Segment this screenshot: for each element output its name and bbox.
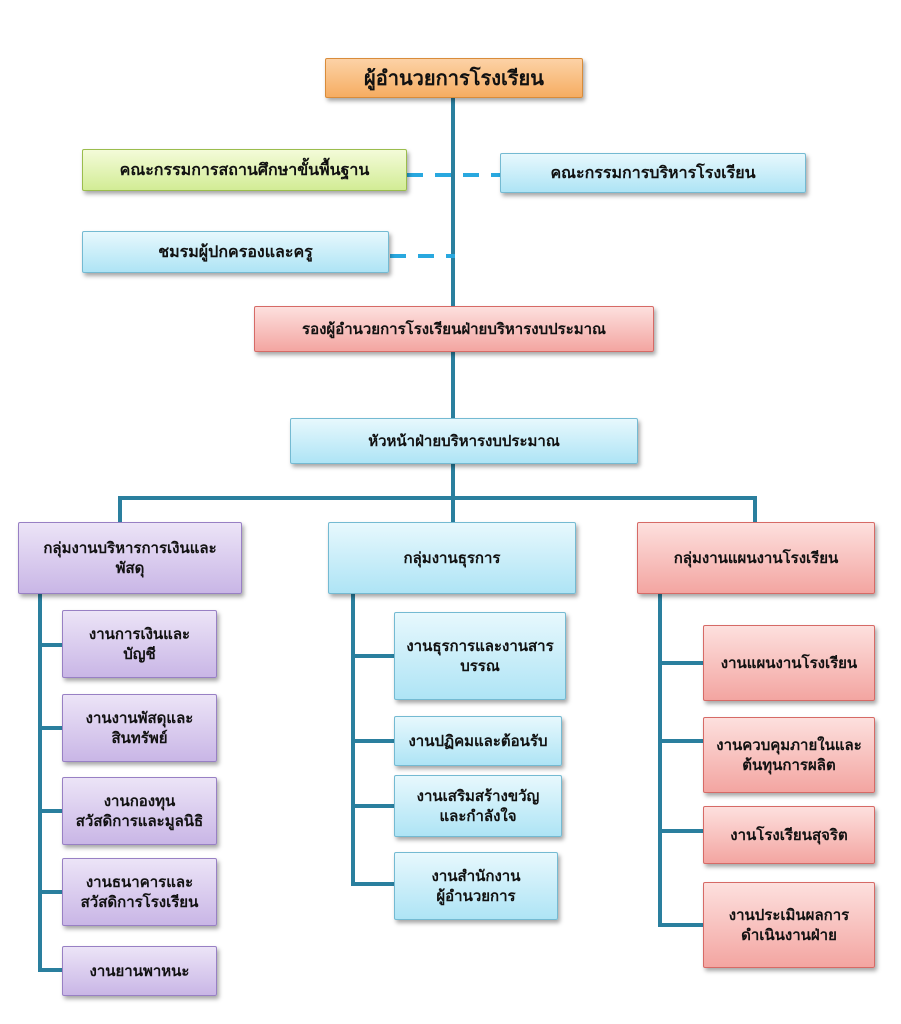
planning-item: งานควบคุมภายในและ ต้นทุนการผลิต: [703, 717, 875, 793]
admin-item-label: งานธุรการและงานสาร บรรณ: [406, 636, 554, 675]
finance-item-label: งานการเงินและ บัญชี: [88, 624, 191, 663]
basic-ed-board-box: คณะกรรมการสถานศึกษาขั้นพื้นฐาน: [82, 149, 407, 191]
finance-item-label: งานงานพัสดุและ สินทรัพย์: [85, 708, 194, 747]
admin-group-title: กลุ่มงานธุรการ: [403, 548, 501, 567]
planning-item: งานโรงเรียนสุจริต: [703, 806, 875, 864]
planning-item-label: งานโรงเรียนสุจริต: [730, 825, 848, 844]
deputy-box: รองผู้อำนวยการโรงเรียนฝ่ายบริหารงบประมาณ: [254, 306, 654, 352]
director-label: ผู้อำนวยการโรงเรียน: [364, 65, 544, 90]
admin-item: งานธุรการและงานสาร บรรณ: [394, 612, 566, 700]
admin-group-box: กลุ่มงานธุรการ: [328, 522, 576, 594]
admin-board-label: คณะกรรมการบริหารโรงเรียน: [550, 163, 756, 183]
finance-item: งานกองทุน สวัสดิการและมูลนิธิ: [62, 777, 217, 845]
planning-group-title: กลุ่มงานแผนงานโรงเรียน: [673, 548, 839, 567]
parents-club-box: ชมรมผู้ปกครองและครู: [82, 231, 389, 273]
finance-item: งานงานพัสดุและ สินทรัพย์: [62, 694, 217, 762]
admin-item-label: งานเสริมสร้างขวัญ และกำลังใจ: [416, 786, 540, 825]
finance-item-label: งานกองทุน สวัสดิการและมูลนิธิ: [75, 791, 204, 830]
planning-item-label: งานประเมินผลการ ดำเนินงานฝ่าย: [728, 905, 850, 944]
deputy-label: รองผู้อำนวยการโรงเรียนฝ่ายบริหารงบประมาณ: [302, 319, 606, 338]
finance-item-label: งานยานพาหนะ: [89, 961, 190, 980]
admin-board-box: คณะกรรมการบริหารโรงเรียน: [500, 153, 806, 193]
finance-item: งานการเงินและ บัญชี: [62, 610, 217, 678]
finance-item: งานธนาคารและ สวัสดิการโรงเรียน: [62, 858, 217, 926]
planning-item-label: งานแผนงานโรงเรียน: [720, 653, 858, 672]
finance-group-title: กลุ่มงานบริหารการเงินและ พัสดุ: [43, 538, 217, 577]
finance-item-label: งานธนาคารและ สวัสดิการโรงเรียน: [80, 872, 199, 911]
admin-item: งานสำนักงาน ผู้อำนวยการ: [394, 852, 558, 920]
admin-item: งานปฏิคมและต้อนรับ: [394, 716, 562, 766]
planning-item: งานแผนงานโรงเรียน: [703, 625, 875, 701]
planning-item-label: งานควบคุมภายในและ ต้นทุนการผลิต: [716, 735, 862, 774]
head-label: หัวหน้าฝ่ายบริหารงบประมาณ: [368, 431, 560, 450]
finance-group-box: กลุ่มงานบริหารการเงินและ พัสดุ: [18, 522, 242, 594]
finance-item: งานยานพาหนะ: [62, 946, 217, 996]
head-box: หัวหน้าฝ่ายบริหารงบประมาณ: [290, 418, 638, 464]
basic-ed-board-label: คณะกรรมการสถานศึกษาขั้นพื้นฐาน: [119, 160, 370, 180]
admin-item-label: งานปฏิคมและต้อนรับ: [408, 731, 548, 750]
admin-item-label: งานสำนักงาน ผู้อำนวยการ: [431, 866, 521, 905]
admin-item: งานเสริมสร้างขวัญ และกำลังใจ: [394, 775, 562, 837]
parents-club-label: ชมรมผู้ปกครองและครู: [158, 242, 313, 262]
director-box: ผู้อำนวยการโรงเรียน: [325, 58, 583, 98]
planning-group-box: กลุ่มงานแผนงานโรงเรียน: [637, 522, 875, 594]
planning-item: งานประเมินผลการ ดำเนินงานฝ่าย: [703, 882, 875, 968]
